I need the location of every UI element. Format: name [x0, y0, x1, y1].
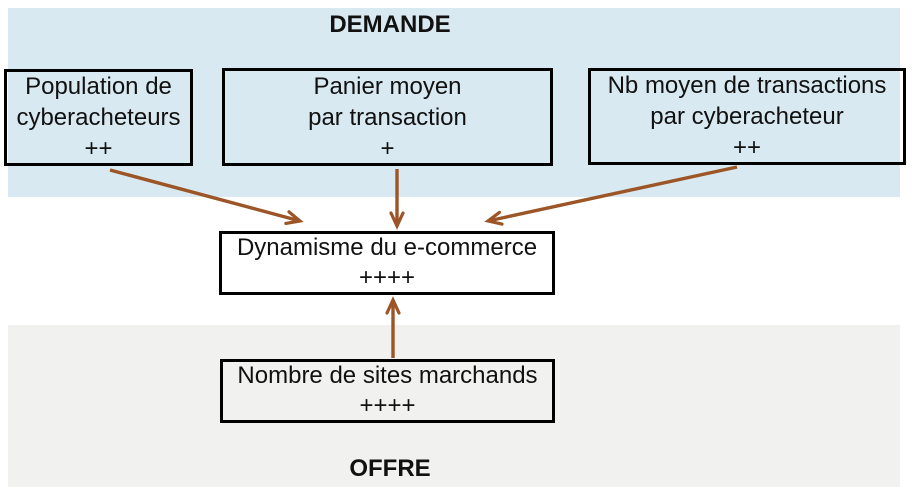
box-dynamisme-ecommerce: Dynamisme du e-commerce ++++ [219, 231, 555, 295]
box-label-line: Population de [25, 73, 172, 100]
box-label-line: par transaction [308, 103, 467, 131]
box-label-line: Nb moyen de transactions [607, 72, 887, 99]
offre-band [8, 325, 900, 487]
box-label-line: Dynamisme du e-commerce [236, 234, 538, 261]
strength-indicator: ++ [84, 135, 113, 162]
offre-section-title: OFFRE [349, 455, 431, 482]
box-nb-transactions: Nb moyen de transactions par cyberachete… [588, 68, 906, 165]
strength-indicator: ++ [732, 134, 762, 161]
box-population-cyberacheteurs: Population de cyberacheteurs ++ [4, 69, 193, 166]
box-nombre-sites-marchands: Nombre de sites marchands ++++ [220, 359, 555, 423]
demande-section-title: DEMANDE [329, 11, 451, 38]
box-panier-moyen: Panier moyen par transaction + [222, 68, 553, 166]
box-label-line: par cyberacheteur [650, 103, 844, 130]
strength-indicator: ++++ [359, 392, 416, 419]
box-label-line: cyberacheteurs [16, 104, 181, 131]
strength-indicator: + [380, 134, 395, 162]
box-label-line: Nombre de sites marchands [237, 362, 538, 389]
box-label-line: Panier moyen [313, 72, 462, 100]
strength-indicator: ++++ [358, 264, 416, 291]
